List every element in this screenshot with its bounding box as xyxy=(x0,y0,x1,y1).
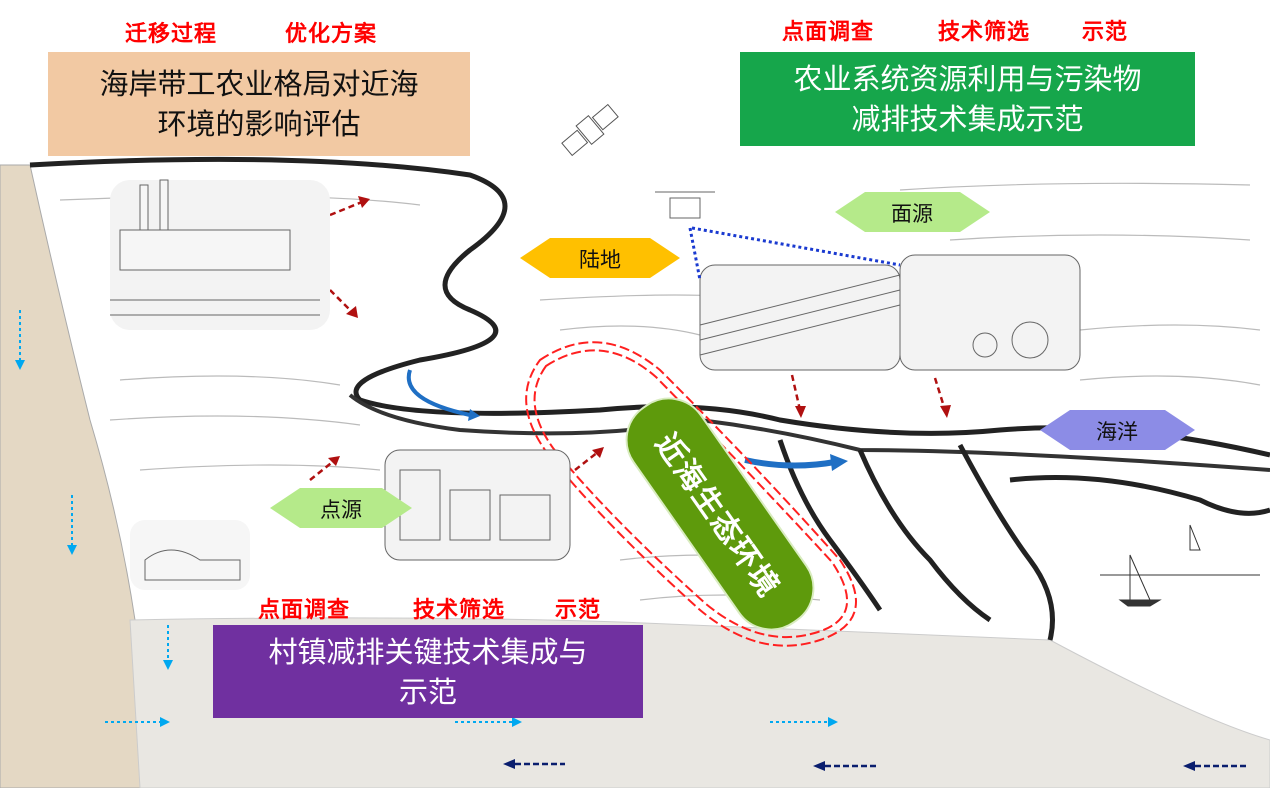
cliff xyxy=(0,164,151,788)
agri-demo-box: 农业系统资源利用与污染物减排技术集成示范 xyxy=(740,52,1195,146)
flow-arrow xyxy=(744,457,836,469)
box-line: 村镇减排关键技术集成与 xyxy=(268,634,588,669)
ocean-diamond xyxy=(1040,410,1195,450)
nonpoint-source-label: 面源 xyxy=(891,202,933,226)
impact-assessment-box: 海岸带工农业格局对近海环境的影响评估 xyxy=(48,52,470,156)
nonpoint-diamond xyxy=(835,192,990,232)
farmland-sketch xyxy=(699,254,1081,371)
box-line: 减排技术集成示范 xyxy=(851,102,1084,136)
box-line: 示范 xyxy=(398,674,457,709)
town-sketch xyxy=(130,449,571,590)
label-migration-process: 迁移过程 xyxy=(125,22,218,47)
label-survey: 点面调查 xyxy=(258,598,351,623)
sailboat-icon xyxy=(1100,524,1260,607)
flow-arrow xyxy=(406,369,471,417)
label-demo: 示范 xyxy=(555,598,602,623)
land-label: 陆地 xyxy=(579,248,621,272)
land-diamond xyxy=(520,238,680,278)
point-diamond xyxy=(270,488,412,528)
label-tech-screening: 技术筛选 xyxy=(938,20,1031,45)
label-optimization-plan: 优化方案 xyxy=(285,22,378,47)
point-source-label: 点源 xyxy=(320,498,362,522)
drone-icon xyxy=(655,191,715,219)
factory-sketch xyxy=(110,179,330,330)
satellite-icon xyxy=(561,103,619,157)
label-demo: 示范 xyxy=(1082,20,1129,45)
ocean-label: 海洋 xyxy=(1096,420,1138,444)
label-tech-screening: 技术筛选 xyxy=(413,598,506,623)
box-line: 海岸带工农业格局对近海 xyxy=(99,67,419,101)
village-demo-box: 村镇减排关键技术集成与示范 xyxy=(213,625,643,718)
box-line: 环境的影响评估 xyxy=(157,107,361,141)
river xyxy=(29,156,1270,458)
box-line: 农业系统资源利用与污染物 xyxy=(793,62,1142,96)
label-survey: 点面调查 xyxy=(782,20,875,45)
